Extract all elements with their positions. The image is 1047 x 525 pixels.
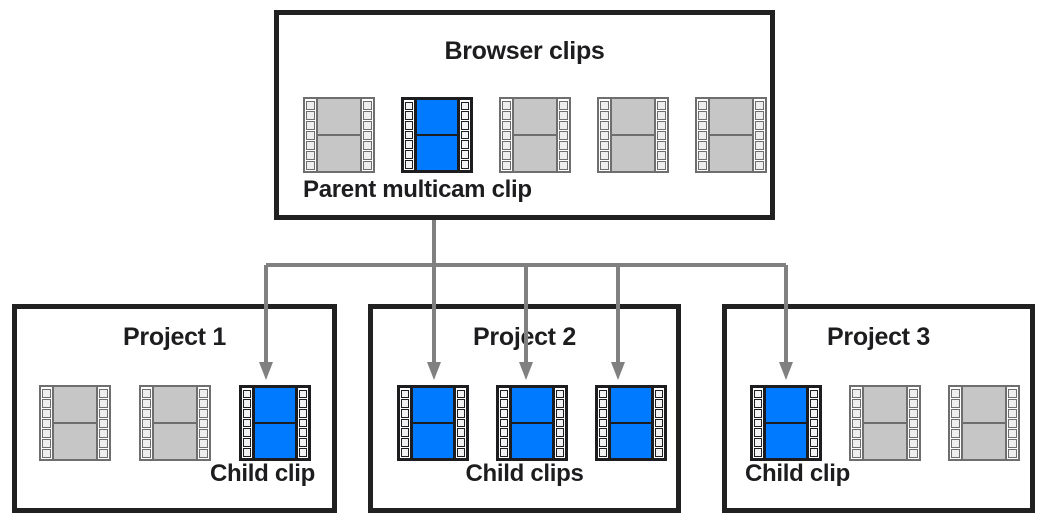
film-frames [864,387,906,459]
film-frames [710,99,752,171]
project-3-title: Project 3 [827,323,930,351]
parent-multicam-clip-caption: Parent multicam clip [303,176,532,203]
browser-clip-4[interactable] [597,97,669,173]
project-1-clip-2[interactable] [139,385,211,461]
film-sprocket-right-icon [752,99,765,171]
project-1-child-clip-caption: Child clip [209,460,315,487]
project-3-clip-3[interactable] [948,385,1020,461]
project-2-child-clip-1[interactable] [397,385,469,461]
project-1-clip-row [39,385,311,461]
film-sprocket-left-icon [598,388,611,458]
film-sprocket-right-icon [360,99,373,171]
film-frames [255,388,295,458]
project-1-clip-1[interactable] [39,385,111,461]
film-sprocket-right-icon [457,100,470,170]
project-3-child-clip-caption: Child clip [745,460,851,487]
film-frames [512,388,552,458]
project-2-container: Project 2 Child clips [368,304,681,513]
film-sprocket-right-icon [1005,387,1018,459]
film-sprocket-right-icon [453,388,466,458]
project-1-title: Project 1 [123,323,226,351]
film-sprocket-left-icon [41,387,54,459]
film-sprocket-right-icon [556,99,569,171]
film-sprocket-left-icon [242,388,255,458]
film-sprocket-right-icon [196,387,209,459]
film-sprocket-left-icon [950,387,963,459]
film-frames [514,99,556,171]
film-sprocket-right-icon [295,388,308,458]
browser-clip-2-parent-multicam[interactable] [401,97,473,173]
film-sprocket-left-icon [305,99,318,171]
project-1-container: Project 1 Child clip [12,304,337,513]
film-frames [611,388,651,458]
project-2-title: Project 2 [473,323,576,351]
film-sprocket-left-icon [697,99,710,171]
film-sprocket-left-icon [851,387,864,459]
film-frames [612,99,654,171]
browser-clips-title: Browser clips [444,37,605,65]
project-3-clip-row [750,385,1020,461]
film-sprocket-left-icon [501,99,514,171]
browser-clip-5[interactable] [695,97,767,173]
film-sprocket-left-icon [404,100,417,170]
film-sprocket-right-icon [654,99,667,171]
project-3-clip-2[interactable] [849,385,921,461]
film-frames [154,387,196,459]
film-sprocket-right-icon [651,388,664,458]
film-sprocket-right-icon [96,387,109,459]
project-3-child-clip[interactable] [750,385,822,461]
film-sprocket-right-icon [806,388,819,458]
film-sprocket-left-icon [499,388,512,458]
browser-clip-1[interactable] [303,97,375,173]
project-2-child-clip-2[interactable] [496,385,568,461]
film-frames [963,387,1005,459]
film-frames [318,99,360,171]
project-2-child-clips-caption: Child clips [465,460,584,487]
film-frames [413,388,453,458]
film-sprocket-left-icon [599,99,612,171]
film-sprocket-left-icon [400,388,413,458]
browser-clip-3[interactable] [499,97,571,173]
film-frames [417,100,457,170]
film-sprocket-right-icon [552,388,565,458]
browser-clips-container: Browser clips [274,10,775,220]
project-3-container: Project 3 Child clip [722,304,1035,513]
film-frames [766,388,806,458]
film-sprocket-left-icon [753,388,766,458]
film-frames [54,387,96,459]
film-sprocket-left-icon [141,387,154,459]
project-2-clip-row [397,385,667,461]
project-2-child-clip-3[interactable] [595,385,667,461]
browser-clip-row [303,97,767,173]
project-1-child-clip[interactable] [239,385,311,461]
film-sprocket-right-icon [906,387,919,459]
